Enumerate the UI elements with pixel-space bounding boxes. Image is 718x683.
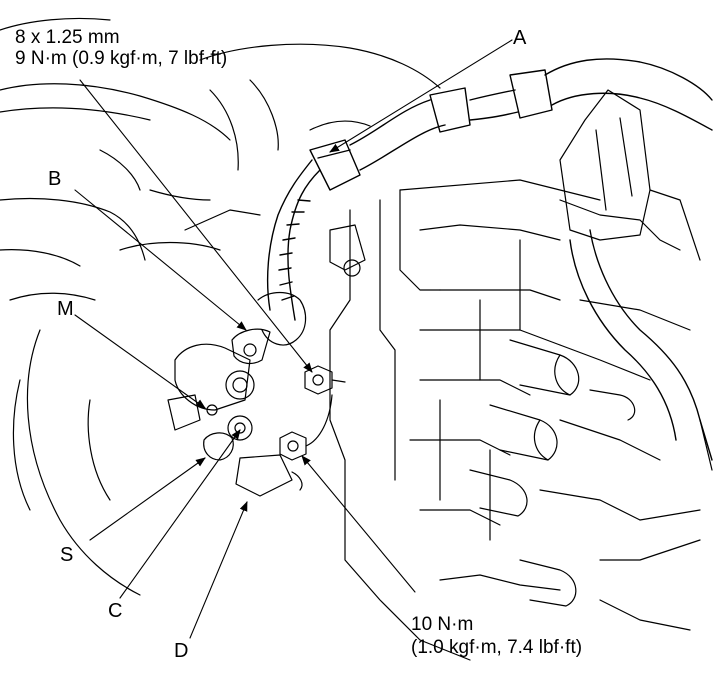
wire-harness (266, 58, 713, 461)
callout-b: B (48, 168, 62, 190)
torque-spec-top-line2: 9 N·m (0.9 kgf·m, 7 lbf·ft) (15, 48, 228, 69)
leader-lines (74, 39, 513, 639)
ground-terminal (231, 291, 307, 365)
engine-block-outline (0, 17, 441, 596)
torque-spec-bottom-line1: 10 N·m (411, 614, 474, 635)
torque-spec-bottom-line2: (1.0 kgf·m, 7.4 lbf·ft) (411, 637, 583, 658)
callout-d: D (174, 640, 189, 662)
speed-sensor (167, 343, 255, 431)
mounting-bolt (304, 365, 346, 395)
torque-spec-top-line1: 8 x 1.25 mm (15, 27, 120, 48)
valve-body (329, 179, 713, 661)
center-connector (329, 224, 366, 277)
bracket (559, 89, 701, 261)
callout-c: C (108, 600, 123, 622)
callout-m: M (57, 298, 74, 320)
callout-s: S (60, 544, 74, 566)
washer (203, 415, 253, 461)
sensor-connector (235, 394, 333, 497)
callout-a: A (513, 27, 527, 49)
solenoid-cylinders (469, 339, 636, 607)
